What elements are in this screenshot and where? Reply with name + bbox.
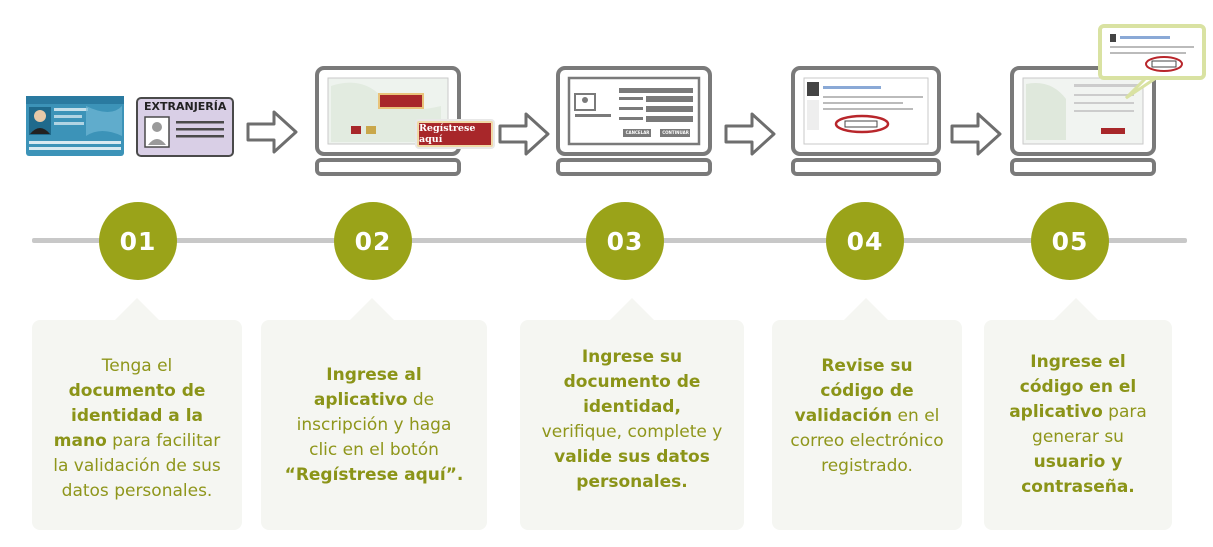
description-line: “Regístrese aquí”.	[271, 463, 477, 488]
bold-text: valide sus datos	[554, 447, 710, 467]
step-number-2: 02	[334, 202, 412, 280]
description-line: verifique, complete y	[530, 420, 734, 445]
description-line: código en el	[994, 375, 1162, 400]
laptop-login-icon	[1006, 24, 1206, 181]
bold-text: validación	[794, 405, 893, 426]
register-button-zoom: Regístrese aquí	[417, 121, 493, 147]
bold-text: contraseña.	[1021, 477, 1135, 497]
plain-text: en el	[892, 405, 940, 426]
step-card-1: Tenga el documento de identidad a la mano p…	[32, 298, 242, 530]
description-line: generar su	[994, 425, 1162, 450]
plain-text: la validación de sus	[53, 456, 221, 476]
cancel-button-mini: CANCELAR	[625, 130, 650, 135]
bold-text: código en el	[1019, 377, 1137, 397]
bold-text: aplicativo	[313, 389, 408, 410]
plain-text: generar su	[1032, 427, 1124, 447]
description-line: Ingrese su	[530, 345, 734, 370]
description-line: validación en el	[782, 404, 952, 429]
description-line: documento de	[530, 370, 734, 395]
plain-text: datos personales.	[61, 481, 213, 501]
laptop-register-page-icon: Regístrese aquí	[311, 66, 493, 181]
continue-button-mini: CONTINUAR	[662, 130, 689, 135]
plain-text: para	[1102, 402, 1147, 422]
description-line: personales.	[530, 470, 734, 495]
bold-text: identidad a la	[71, 406, 203, 426]
description-line: Ingrese el	[994, 350, 1162, 375]
foreigner-id-card-icon: EXTRANJERÍA	[136, 97, 234, 157]
step-card-3: Ingrese su documento de identidad, verifiqu…	[520, 298, 744, 530]
arrow-right-icon	[950, 112, 1002, 156]
description-line: aplicativo para	[994, 400, 1162, 425]
bold-text: personales.	[576, 472, 688, 492]
plain-text: para facilitar	[106, 431, 221, 451]
description-line: inscripción y haga	[271, 413, 477, 438]
description-line: mano para facilitar	[42, 429, 232, 454]
description-line: Ingrese al	[271, 363, 477, 388]
description-line: código de	[782, 379, 952, 404]
plain-text: Tenga el	[101, 356, 173, 376]
laptop-form-icon: CANCELAR CONTINUAR	[552, 66, 722, 181]
plain-text: de	[407, 389, 435, 410]
description-line: identidad a la	[42, 404, 232, 429]
bold-text: documento de	[563, 372, 701, 392]
plain-text: verifique, complete y	[541, 422, 723, 442]
plain-text: inscripción y haga	[296, 414, 452, 435]
bold-text: Ingrese su	[581, 347, 683, 367]
plain-text: clic en el botón	[309, 439, 439, 460]
bold-text: Ingrese el	[1030, 352, 1126, 372]
bold-text: usuario y	[1033, 452, 1123, 472]
description-line: aplicativo de	[271, 388, 477, 413]
bold-text: identidad,	[583, 397, 681, 417]
step-number-5: 05	[1031, 202, 1109, 280]
laptop-email-icon	[787, 66, 957, 181]
step-description: Ingrese su documento de identidad, verifiqu…	[530, 320, 734, 530]
foreigner-card-label: EXTRANJERÍA	[144, 100, 227, 113]
bold-text: aplicativo	[1009, 402, 1103, 422]
bold-text: Revise su	[821, 355, 913, 376]
description-line: identidad,	[530, 395, 734, 420]
plain-text: correo electrónico	[790, 430, 944, 451]
step-description: Tenga el documento de identidad a la mano p…	[42, 320, 232, 530]
bold-text: Ingrese al	[326, 364, 422, 385]
colombian-id-card-icon	[26, 96, 124, 156]
description-line: correo electrónico	[782, 429, 952, 454]
description-line: documento de	[42, 379, 232, 404]
bold-text: “Regístrese aquí”.	[284, 464, 464, 485]
step-number-3: 03	[586, 202, 664, 280]
bold-text: código de	[820, 380, 914, 401]
description-line: usuario y	[994, 450, 1162, 475]
bold-text: documento de	[68, 381, 206, 401]
arrow-right-icon	[498, 112, 550, 156]
description-line: Tenga el	[42, 354, 232, 379]
description-line: la validación de sus	[42, 454, 232, 479]
step-number-1: 01	[99, 202, 177, 280]
arrow-right-icon	[724, 112, 776, 156]
description-line: datos personales.	[42, 479, 232, 504]
description-line: valide sus datos	[530, 445, 734, 470]
description-line: Revise su	[782, 354, 952, 379]
bold-text: mano	[53, 431, 107, 451]
description-line: contraseña.	[994, 475, 1162, 500]
description-line: registrado.	[782, 454, 952, 479]
plain-text: registrado.	[821, 455, 913, 476]
arrow-right-icon	[246, 110, 298, 154]
step-number-4: 04	[826, 202, 904, 280]
description-line: clic en el botón	[271, 438, 477, 463]
